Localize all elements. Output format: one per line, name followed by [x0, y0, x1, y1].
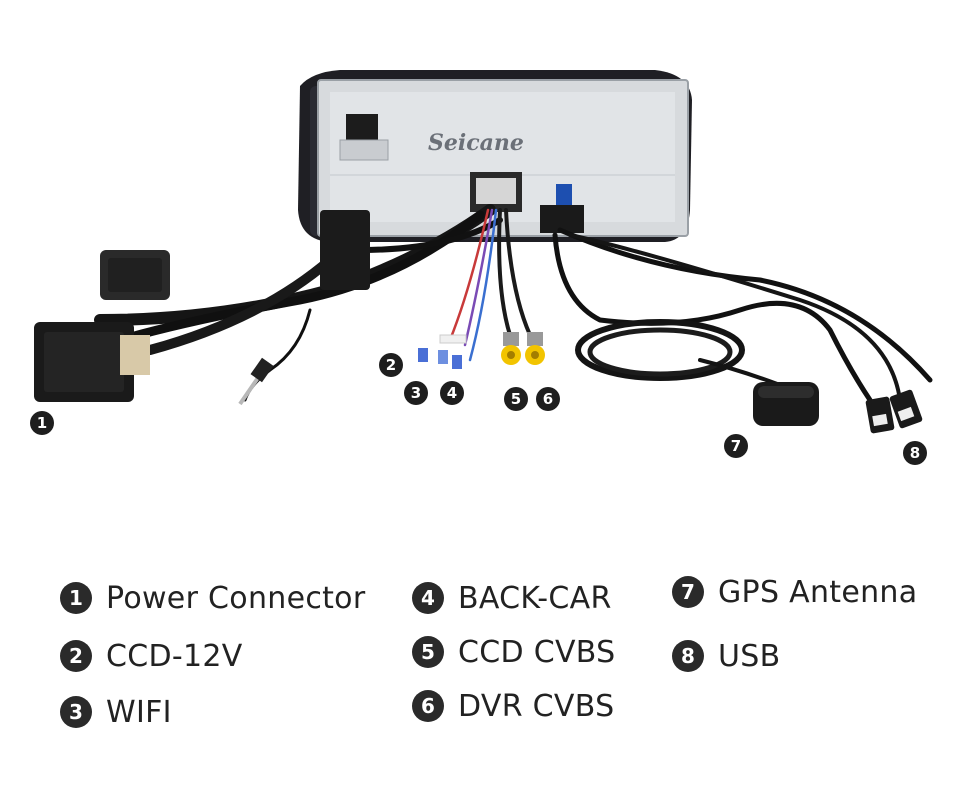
legend-item-back-car: 4 BACK-CAR	[412, 578, 612, 618]
legend-label: CCD CVBS	[458, 634, 616, 670]
small-wire-leads	[418, 334, 467, 369]
callout-4: 4	[440, 381, 464, 405]
callout-6: 6	[536, 387, 560, 411]
cable-bundle	[94, 204, 933, 403]
aux-plug	[238, 357, 274, 406]
callout-1: 1	[30, 411, 54, 435]
callout-3: 3	[404, 381, 428, 405]
legend-item-wifi: 3 WIFI	[60, 692, 172, 732]
legend-badge: 2	[60, 640, 92, 672]
power-connector	[34, 210, 370, 402]
legend-badge: 4	[412, 582, 444, 614]
callout-2: 2	[379, 353, 403, 377]
legend-item-ccd-12v: 2 CCD-12V	[60, 636, 243, 676]
head-unit: Seicane	[298, 70, 692, 242]
legend-item-power-connector: 1 Power Connector	[60, 578, 365, 618]
legend-label: CCD-12V	[106, 638, 243, 674]
callout-5: 5	[504, 387, 528, 411]
legend-item-ccd-cvbs: 5 CCD CVBS	[412, 632, 616, 672]
legend-label: WIFI	[106, 694, 172, 730]
legend-badge: 8	[672, 640, 704, 672]
usb-connectors	[865, 389, 923, 434]
legend-label: BACK-CAR	[458, 580, 612, 616]
gps-antenna	[753, 382, 819, 426]
legend-label: Power Connector	[106, 580, 366, 616]
legend-badge: 5	[412, 636, 444, 668]
legend-badge: 3	[60, 696, 92, 728]
callout-8: 8	[903, 441, 927, 465]
legend-badge: 1	[60, 582, 92, 614]
legend-badge: 7	[672, 576, 704, 608]
brand-logo: Seicane	[428, 130, 524, 156]
callout-7: 7	[724, 434, 748, 458]
legend-label: USB	[718, 638, 781, 674]
legend-badge: 6	[412, 690, 444, 722]
legend-item-gps-antenna: 7 GPS Antenna	[672, 572, 917, 612]
legend-item-usb: 8 USB	[672, 636, 780, 676]
legend-label: GPS Antenna	[718, 574, 918, 610]
legend-item-dvr-cvbs: 6 DVR CVBS	[412, 686, 614, 726]
legend-label: DVR CVBS	[458, 688, 615, 724]
rca-connectors	[501, 332, 545, 365]
